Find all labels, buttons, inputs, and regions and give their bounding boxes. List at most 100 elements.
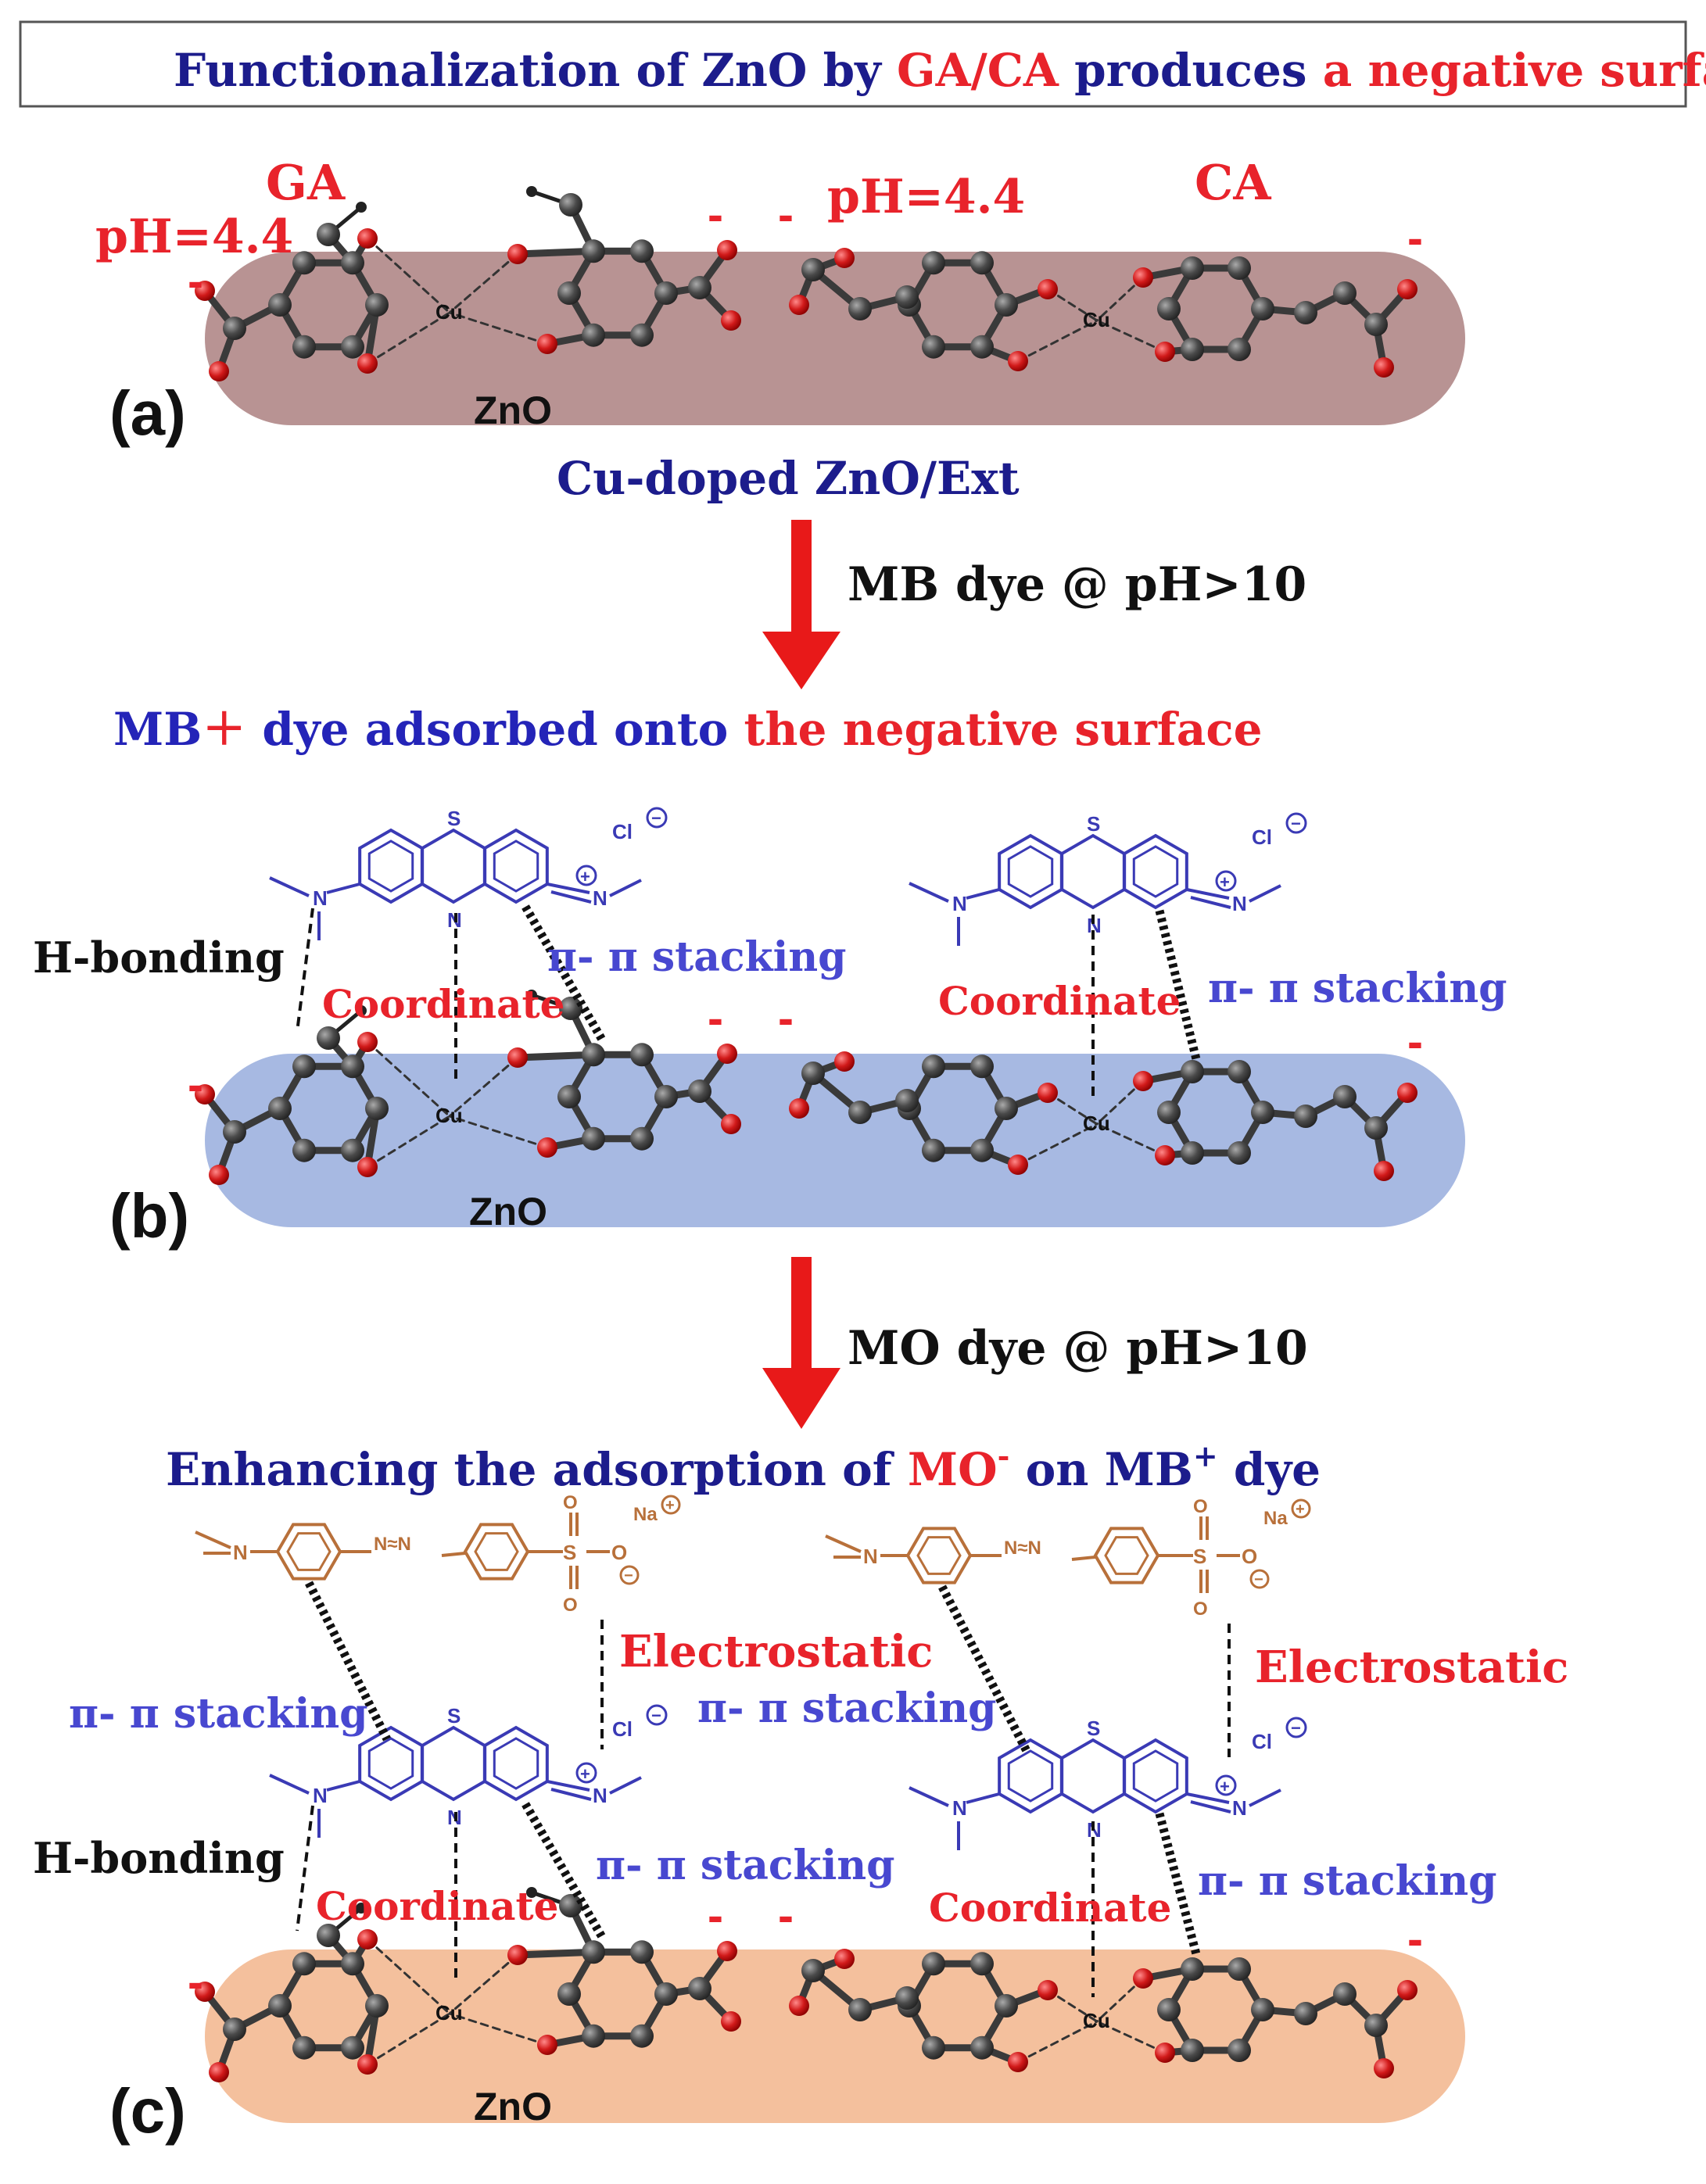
bond	[326, 883, 360, 894]
oxygen-label: O	[1242, 1545, 1257, 1568]
electrostatic-label-c-right: Electrostatic	[1255, 1642, 1568, 1693]
oxygen-atom	[1155, 2043, 1175, 2063]
minus-charge-circle	[1285, 812, 1307, 834]
oxygen-atom	[357, 1929, 378, 1949]
carbon-atom	[268, 1994, 292, 2018]
ring-inner	[1104, 1536, 1149, 1575]
negative-charge: -	[188, 1058, 203, 1111]
coordination-bond	[448, 1953, 519, 2015]
bond	[1186, 888, 1230, 900]
negative-charge: -	[708, 188, 723, 241]
header-box	[19, 20, 1687, 108]
carbon-atom	[848, 1101, 872, 1124]
bond	[195, 1531, 231, 1549]
bond	[1071, 1556, 1096, 1561]
oxygen-atom	[1133, 267, 1153, 288]
oxygen-atom	[357, 2054, 378, 2075]
sodium-label: Na	[633, 1504, 658, 1525]
carbon-atom	[630, 239, 654, 263]
nitrogen-label: N	[952, 1796, 967, 1820]
plus-charge: +	[1296, 1501, 1305, 1518]
ring-inner	[493, 840, 539, 893]
minus-charge: −	[651, 808, 661, 828]
nitrogen-label: N	[593, 1784, 607, 1807]
pi-stacking-label-b-left: π- π stacking	[547, 933, 847, 981]
coordination-bond	[448, 2012, 549, 2046]
negative-charge: -	[188, 255, 203, 307]
carbon-atom	[1294, 301, 1317, 324]
bond	[1190, 1800, 1231, 1813]
aromatic-ring	[421, 1725, 486, 1802]
negative-charge: -	[778, 1889, 794, 1942]
carbon-atom	[1251, 1998, 1274, 2021]
oxygen-atom	[507, 1047, 528, 1068]
aromatic-ring	[1093, 1527, 1160, 1584]
oxygen-atom	[195, 1982, 215, 2002]
ring-inner	[286, 1532, 332, 1571]
bond	[269, 1774, 310, 1795]
aromatic-ring	[1123, 1738, 1188, 1814]
oxygen-atom	[537, 1137, 557, 1158]
hydrogen-atom	[356, 202, 367, 213]
chloride-label: Cl	[1252, 1730, 1272, 1753]
hydrogen-atom	[526, 186, 537, 197]
pi-stacking-label-c-1: π- π stacking	[69, 1690, 368, 1738]
oxygen-atom	[1133, 1071, 1153, 1091]
coordination-bond	[366, 237, 451, 314]
carbon-atom	[1251, 297, 1274, 320]
sulfur-label: S	[1193, 1545, 1206, 1568]
sodium-label: Na	[1263, 1508, 1288, 1529]
oxygen-atom	[357, 1032, 378, 1052]
carbon-atom	[341, 335, 364, 359]
ga-label-a: GA	[266, 154, 346, 211]
coordination-bond	[448, 1056, 519, 1118]
carbon-atom	[1181, 1957, 1204, 1982]
cu-label: Cu	[1083, 2009, 1110, 2032]
carbon-atom	[1294, 1105, 1317, 1128]
carbon-atom	[317, 223, 340, 246]
carbon-atom	[1181, 1060, 1204, 1084]
oxygen-atom	[1374, 2058, 1394, 2078]
plus-charge-circle	[575, 865, 597, 886]
bond	[1249, 884, 1281, 903]
panel-b-label: (b)	[109, 1181, 189, 1251]
coordination-bond	[1095, 2020, 1167, 2054]
bond	[609, 1776, 642, 1795]
panel-c-label: (c)	[109, 2076, 186, 2146]
carbon-atom	[365, 1994, 389, 2018]
bond	[1190, 896, 1231, 909]
coordination-bond	[366, 1115, 451, 1169]
negative-charge: -	[1407, 1015, 1423, 1068]
carbon-atom	[801, 258, 825, 281]
oxygen-atom	[834, 248, 855, 268]
oxygen-atom	[1155, 342, 1175, 362]
bond	[609, 879, 642, 897]
carbon-atom	[630, 323, 654, 347]
oxygen-atom	[195, 1084, 215, 1105]
oxygen-atom	[721, 310, 741, 331]
minus-charge: −	[1254, 1571, 1263, 1588]
carbon-atom	[1364, 2014, 1388, 2037]
carbon-atom	[922, 1138, 945, 1162]
carbon-atom	[895, 1089, 919, 1112]
carbon-atom	[223, 1120, 246, 1144]
carbon-atom	[1333, 281, 1357, 305]
cu-label: Cu	[435, 300, 463, 324]
carbon-atom	[801, 1062, 825, 1085]
carbon-atom	[268, 293, 292, 317]
oxygen-atom	[357, 1157, 378, 1177]
cu-label: Cu	[435, 1104, 463, 1127]
bond	[514, 247, 597, 258]
carbon-atom	[292, 1054, 316, 1079]
chloride-label: Cl	[612, 1717, 633, 1741]
oxygen-atom	[357, 228, 378, 249]
nitrogen-label: N	[313, 1784, 328, 1807]
minus-charge-circle	[1249, 1569, 1270, 1589]
zno-surface-b	[205, 1054, 1465, 1227]
coordination-bond	[1095, 319, 1167, 353]
coordination-bond	[366, 311, 451, 365]
nitrogen-label: N	[593, 886, 607, 910]
hydrogen-atom	[526, 1887, 537, 1898]
